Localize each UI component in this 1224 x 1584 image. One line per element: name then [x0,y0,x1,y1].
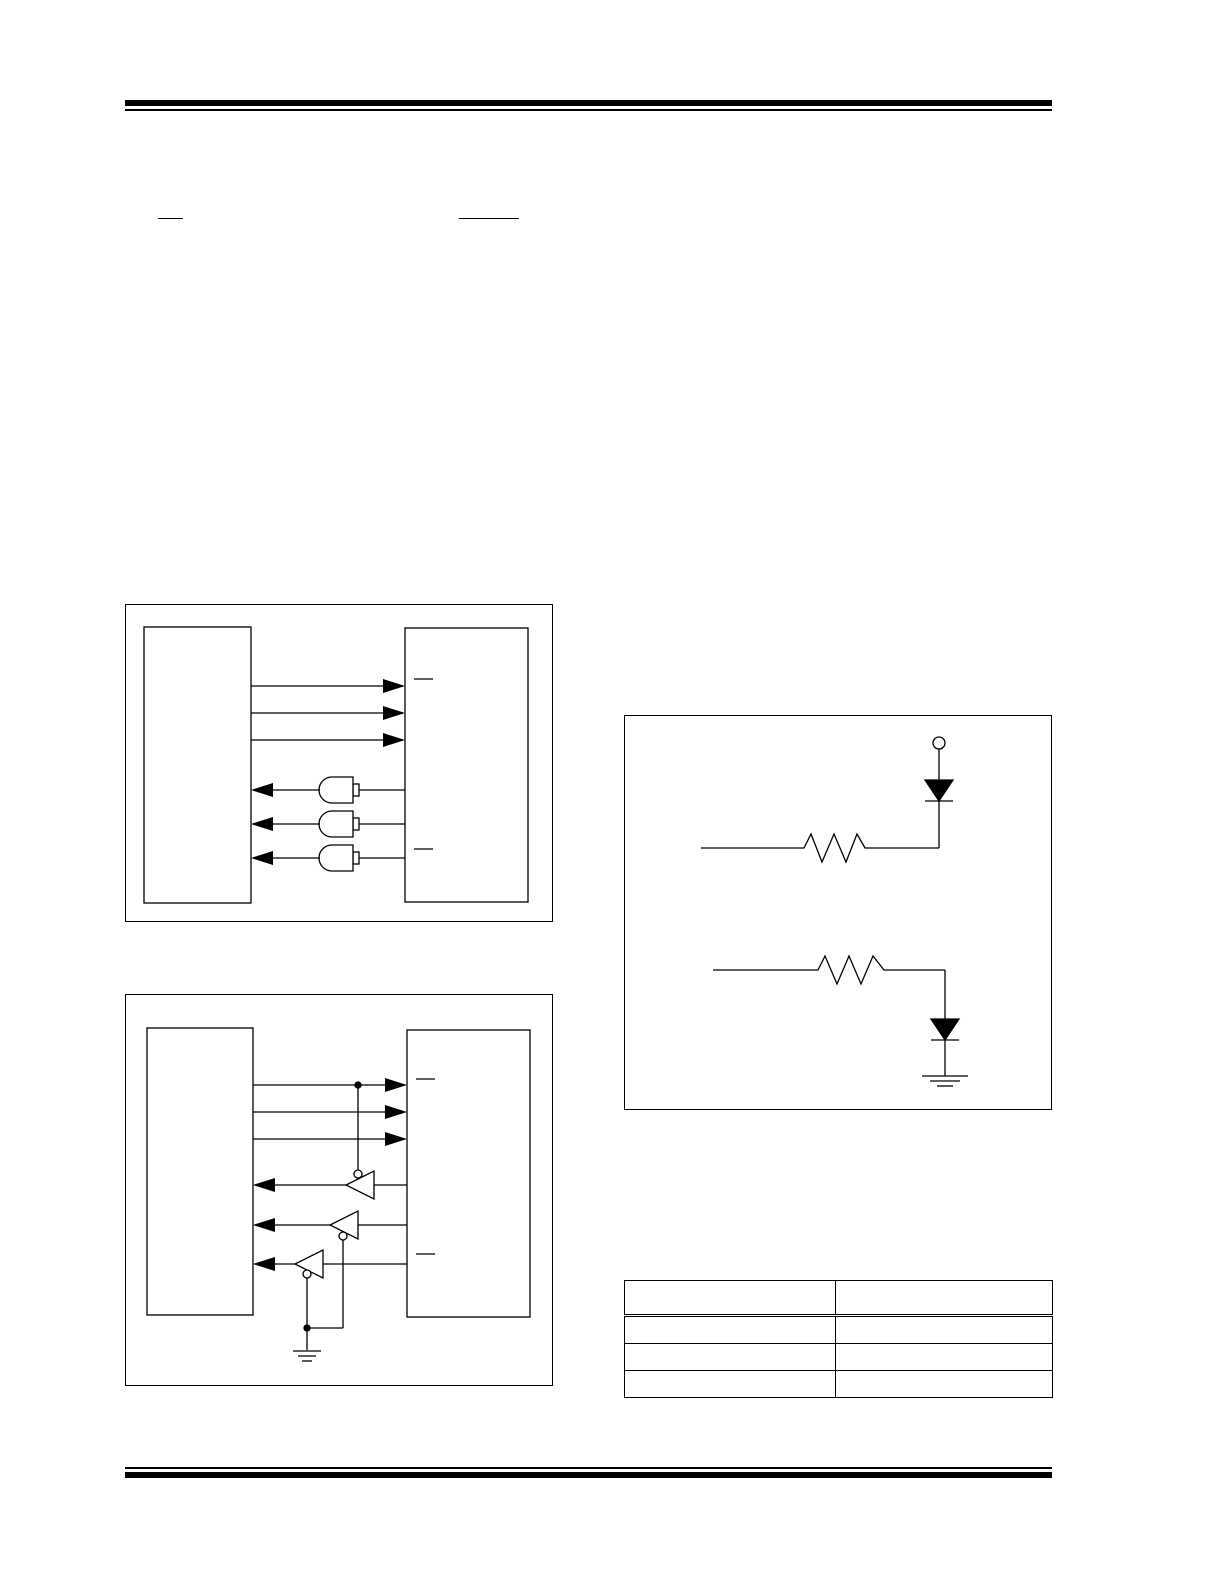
pin-table [624,1280,1053,1398]
ground-symbol [293,1350,321,1362]
table-row [624,1315,1053,1344]
table-header-cell [624,1280,836,1317]
footer-rule-thick [125,1472,1052,1478]
overbar-mark [459,218,519,219]
overbar-mark [158,218,183,219]
table-cell [624,1370,836,1398]
figure-1-gate-row [251,776,405,804]
footer-rule-thin [125,1467,1052,1469]
table-cell [835,1370,1053,1398]
table-header-row [624,1280,1053,1317]
figure-2-buffer-row [253,1248,407,1350]
figure-1-left-block [143,626,252,904]
table-cell [835,1315,1053,1344]
figure-3-schematic [701,736,968,1087]
figure-2-junction [303,1324,311,1332]
figure-2-right-block [406,1029,531,1318]
table-row [624,1343,1053,1371]
table-header-cell [835,1280,1053,1317]
figure-2-left-block [146,1027,254,1316]
figure-1-frame [125,604,553,922]
diode-symbol [929,1018,961,1042]
table-cell [624,1343,836,1371]
header-rule-thick [125,100,1052,106]
figure-3-frame [624,715,1052,1110]
header-rule-thin [125,109,1052,111]
diode-symbol [923,779,955,803]
table-cell [624,1315,836,1344]
resistor-symbol [713,954,945,986]
table-cell [835,1343,1053,1371]
figure-2-frame [125,994,553,1386]
figure-2-buffer-row [253,1209,407,1328]
figure-1-right-block [404,627,529,903]
figure-1-gate-row [251,810,405,838]
figure-1-schematic [143,626,529,904]
supply-terminal [932,736,946,750]
ground-symbol [922,1075,968,1087]
figure-2-buffer-row [253,1169,407,1201]
table-row [624,1370,1053,1398]
figure-1-gate-row [251,844,405,872]
figure-2-schematic [146,1027,531,1362]
resistor-symbol [701,832,939,864]
